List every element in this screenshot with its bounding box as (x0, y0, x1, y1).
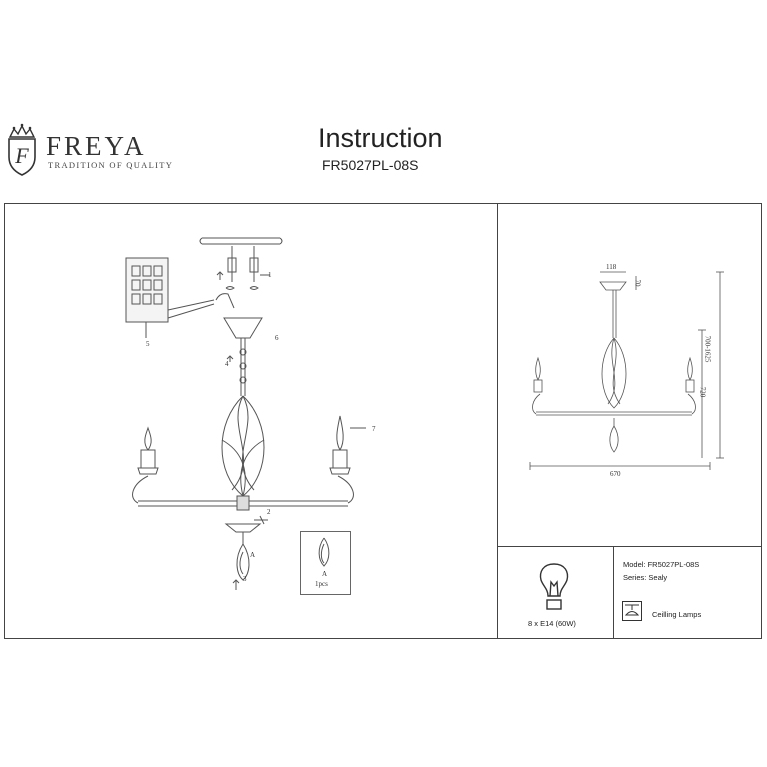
callout-3: 3 (243, 575, 247, 583)
lower-canopy (224, 523, 262, 533)
ceiling-slab (199, 237, 283, 245)
callout-5: 5 (146, 340, 150, 348)
callout-1: 1 (268, 271, 272, 279)
model-number: FR5027PL-08S (322, 157, 419, 173)
wires (215, 293, 235, 309)
series-line: Series: Sealy (623, 573, 668, 582)
pendant-marker: A (250, 551, 256, 559)
crown-icon (8, 123, 36, 138)
ceiling-lamp-icon (622, 601, 642, 621)
stem-rod (226, 338, 247, 396)
dim-canopy-height: 70 (633, 279, 642, 287)
pendant-detail-box: A 1pcs (300, 531, 351, 595)
crystal-pendant (236, 532, 250, 581)
callout-2: 2 (267, 508, 271, 516)
pendant-detail-marker: A (322, 570, 328, 578)
freya-crest-logo: F (8, 123, 36, 176)
category-label: Ceilling Lamps (652, 610, 702, 619)
canopy (223, 317, 263, 339)
dim-total-height: 720 (698, 386, 707, 398)
pendant-quantity: 1pcs (315, 580, 328, 588)
brand-name: FREYA (46, 131, 147, 161)
brand-tagline: TRADITION OF QUALITY (48, 160, 174, 170)
model-line: Model: FR5027PL-08S (623, 560, 700, 569)
divider-vertical-spec (613, 546, 614, 639)
dim-overall-width: 670 (610, 470, 621, 478)
callout-4: 4 (225, 360, 229, 368)
mounting-kit-box (125, 257, 215, 338)
light-bulb-icon (539, 563, 569, 610)
emblem-letter: F (14, 143, 29, 168)
mount-screws (216, 246, 270, 290)
instruction-frame (4, 203, 762, 639)
page-title: Instruction (318, 123, 443, 153)
divider-horizontal (497, 546, 762, 547)
callout-7: 7 (372, 425, 376, 433)
dim-adjust-height: 700-1625 (703, 335, 712, 363)
assembly-diagram (125, 237, 366, 590)
crystal-pendant-detail (318, 537, 330, 567)
candle-holders (137, 415, 366, 475)
spiral-cage (221, 395, 265, 497)
bulb-spec: 8 x E14 (60W) (528, 619, 576, 628)
chandelier-arms (132, 475, 354, 511)
divider-vertical (497, 203, 498, 639)
dim-canopy-width: 118 (606, 263, 617, 271)
dimension-drawing (529, 271, 724, 470)
shield-icon (8, 138, 36, 176)
callout-6: 6 (275, 334, 279, 342)
